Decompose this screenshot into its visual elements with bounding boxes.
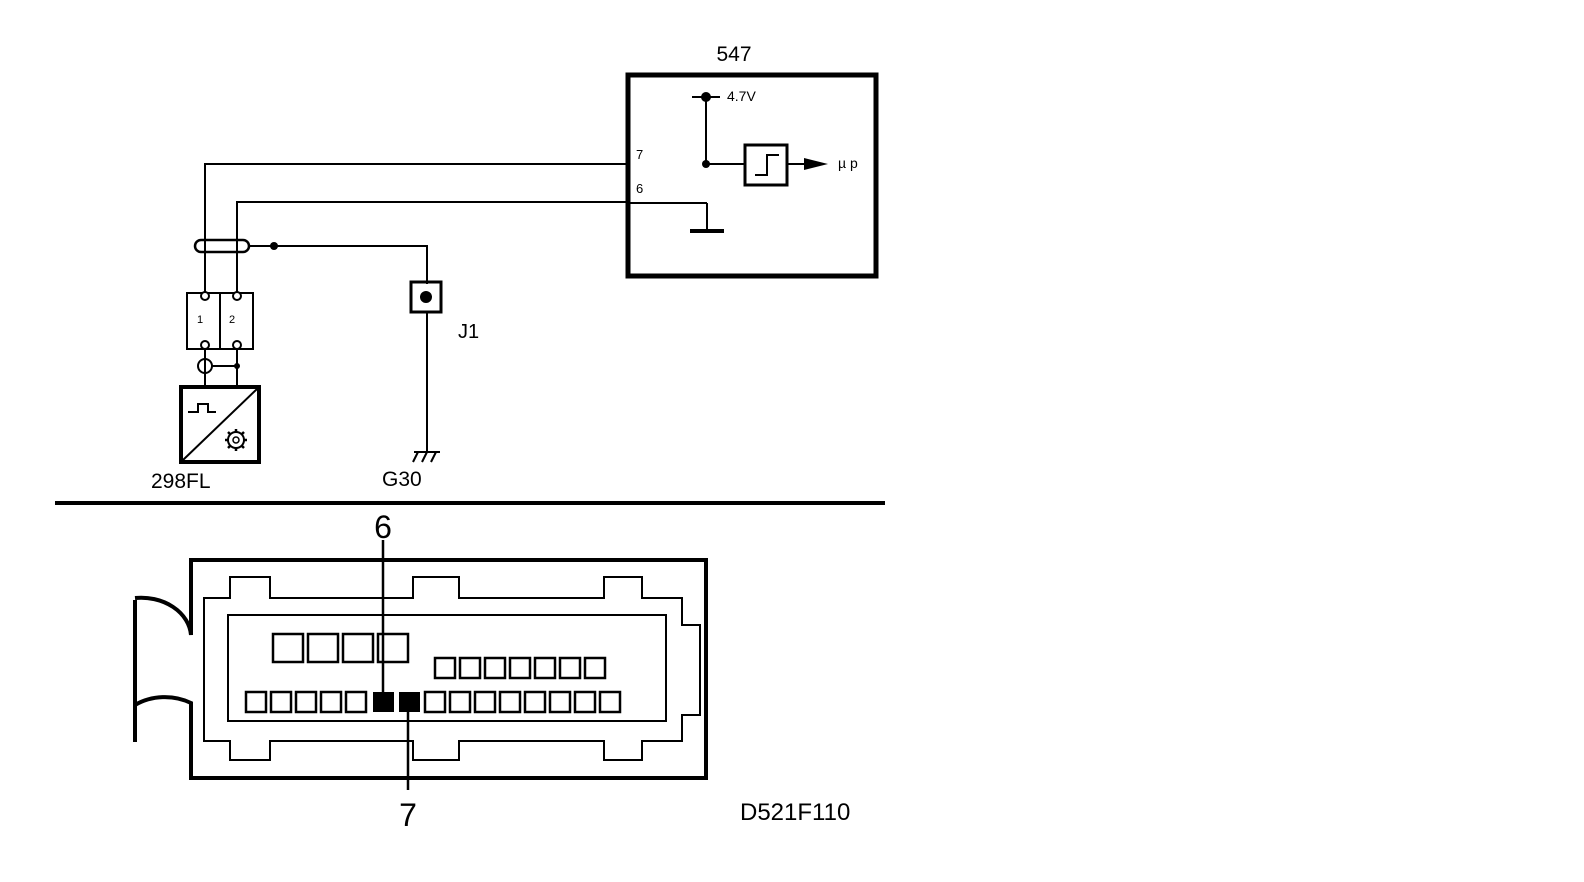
toothed-wheel-icon: [225, 429, 247, 451]
upper-cavity-row: [433, 656, 607, 680]
junction-label: J1: [458, 321, 479, 343]
junction-j1: J1: [409, 280, 479, 343]
connector-face-view: 6 7: [133, 509, 708, 833]
lead-node: [234, 363, 240, 369]
lower-cavity-row: [244, 690, 622, 714]
callout-label-6: 6: [374, 509, 392, 545]
connector-housing: [133, 558, 708, 780]
shield-sleeve: [193, 238, 251, 254]
sensor-connector: 1 2: [186, 291, 254, 350]
large-cavity-group: [271, 632, 410, 664]
figure-code-label: D521F110: [740, 799, 850, 826]
supply-voltage-label: 4.7V: [727, 88, 756, 104]
wheel-speed-sensor-298fl: [179, 385, 261, 464]
output-label: µ p: [838, 155, 858, 171]
drain-node: [270, 242, 278, 250]
callout-label-7: 7: [399, 797, 417, 833]
pin-7-label: 7: [636, 147, 643, 162]
harness-wires: [193, 163, 628, 295]
chassis-ground-icon: [412, 451, 440, 463]
pulse-waveform-icon: [188, 403, 216, 413]
output-arrow-icon: [804, 158, 828, 170]
wire-pin-6: [236, 201, 628, 295]
ground-point-label: G30: [382, 468, 422, 491]
cavity-pin-6: [373, 692, 394, 712]
wire-pin-7: [204, 163, 628, 295]
sensor-id-label: 298FL: [151, 470, 211, 493]
pin-2-label: 2: [229, 314, 235, 326]
connector-key-outline: [203, 576, 701, 761]
shield-drain-wire: [249, 245, 428, 284]
pin-6-label: 6: [636, 181, 643, 196]
cavity-field: [227, 614, 667, 722]
schmitt-trigger-symbol: [743, 143, 789, 187]
pin-1-label: 1: [197, 314, 203, 326]
module-547: 547 4.7V µ p 7 6: [625, 43, 879, 279]
module-id-label: 547: [716, 43, 751, 66]
cavity-pin-7: [399, 692, 420, 712]
